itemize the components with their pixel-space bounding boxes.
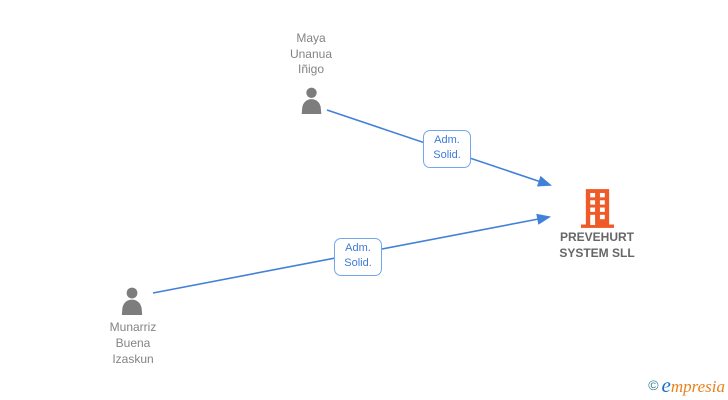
person-bottom-node (119, 287, 145, 315)
person-bottom-name: Munarriz Buena Izaskun (109, 320, 157, 366)
edge-label-adm-solid-bottom: Adm. Solid. (334, 238, 382, 276)
copyright-icon: © (648, 377, 659, 393)
brand-initial: e (661, 373, 671, 397)
person-icon (301, 87, 322, 114)
brand-name: mpresia (670, 377, 725, 396)
person-icon (121, 287, 143, 315)
company-node (581, 189, 614, 228)
company-name: PREVEHURT SYSTEM SLL (559, 230, 635, 260)
person-top-node (299, 87, 324, 114)
building-icon (581, 189, 614, 228)
edge-label-adm-solid-top: Adm. Solid. (423, 130, 471, 168)
empresia-watermark: ©empresia (648, 373, 725, 398)
person-top-name: Maya Unanua Iñigo (289, 31, 333, 76)
